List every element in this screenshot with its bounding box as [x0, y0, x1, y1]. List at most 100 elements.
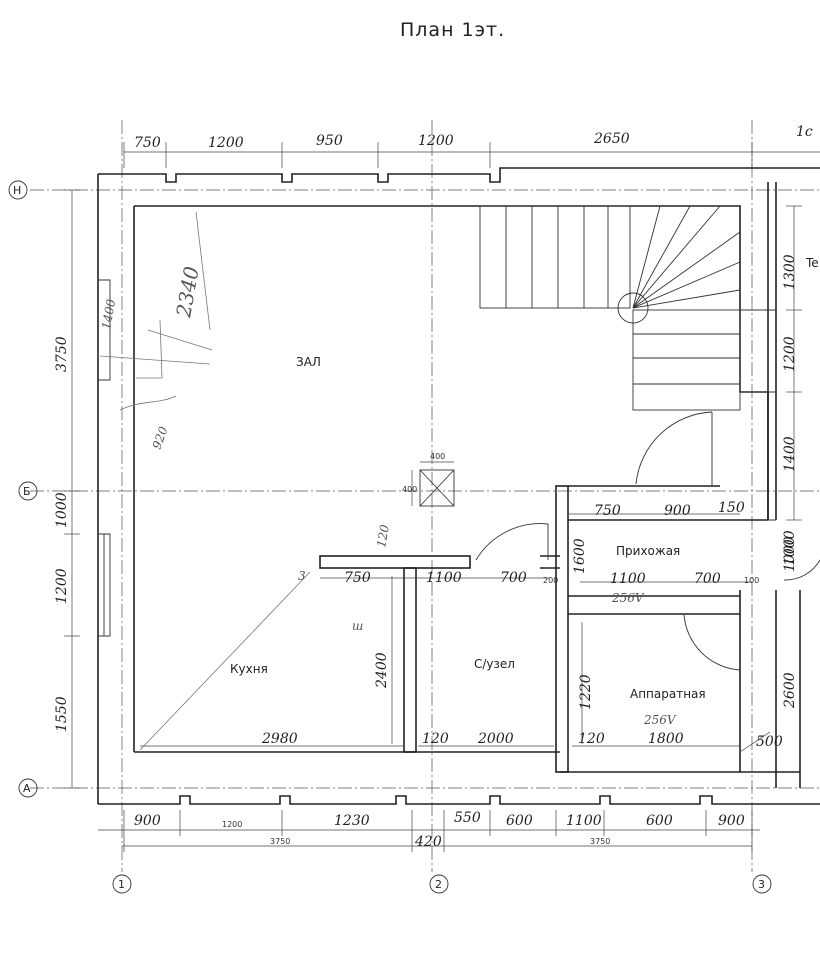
central-column: 400 400: [402, 452, 455, 507]
stair-upper-flight: [479, 205, 631, 309]
axis-label-n: Н: [13, 184, 21, 197]
left-dim-2: 1000: [54, 492, 70, 528]
pencil-note-1400: 1400: [99, 298, 118, 331]
partition-vertical-dim: 120: [374, 523, 392, 548]
bottom-total-2: 3750: [590, 837, 610, 846]
entry-700-dim: 700: [694, 571, 721, 587]
equipment-door-swing: [683, 613, 741, 671]
right-dim-2: 1200: [782, 336, 798, 372]
top-dim-4: 1200: [418, 133, 454, 149]
room-label-equipment: Аппаратная: [630, 687, 706, 701]
pencil-note-256v-a: 256V: [611, 591, 645, 605]
entry-100-dim: 100: [744, 576, 759, 585]
axis-label-a: А: [23, 782, 31, 795]
bottom-dimensions: 900 1200 1230 550 600 1100 600 900 420 3…: [98, 810, 760, 852]
bottom-dim-3: 1230: [334, 813, 370, 829]
bottom-total-1: 3750: [270, 837, 290, 846]
bottom-dim-8: 900: [718, 813, 745, 829]
exterior-walls: [97, 167, 820, 805]
entry-900-dim: 900: [664, 503, 691, 519]
counter-750-dim: 750: [344, 570, 371, 586]
axis-marker-1: [112, 874, 132, 894]
top-dim-2: 1200: [208, 135, 244, 151]
top-dim-1: 750: [134, 135, 161, 151]
room-labels: ЗАЛ Кухня С/узел Прихожая Аппаратная Te: [230, 256, 819, 701]
staircase: [479, 205, 741, 411]
equipment-width-dim: 1800: [648, 731, 684, 747]
pencil-note-920: 920: [150, 424, 171, 451]
left-dim-1: 3750: [54, 336, 70, 372]
door-700-dim: 700: [500, 570, 527, 586]
pencil-note-2340: 2340: [171, 264, 204, 320]
pencil-note-sh: ш: [352, 619, 363, 633]
outer-wall-top: [98, 167, 820, 183]
top-dim-3: 950: [316, 133, 343, 149]
left-dim-4: 1550: [54, 696, 70, 732]
partition-120-a: 120: [422, 731, 449, 747]
left-dimensions: 3750 1000 1200 1550: [54, 189, 80, 789]
column-height-label: 400: [402, 485, 417, 494]
equipment-height-dim: 1220: [578, 674, 594, 710]
axis-marker-a: [18, 778, 38, 798]
axis-marker-2: [429, 874, 449, 894]
pencil-sketch: [99, 211, 213, 379]
bottom-dim-4: 550: [454, 810, 481, 826]
hall-door-swing: [635, 411, 713, 485]
top-dim-6: 1с: [796, 124, 813, 140]
room-label-entry: Прихожая: [616, 544, 680, 558]
bottom-dim-6: 1100: [566, 813, 602, 829]
bathroom-width-dim: 2000: [477, 731, 514, 747]
kitchen-counter-wall: [319, 555, 471, 569]
axis-marker-3: [752, 874, 772, 894]
interior-dimensions: 2980 120 2000 120 1800 500 2400 1220 750…: [140, 500, 798, 753]
room-label-bathroom: С/узел: [474, 657, 515, 671]
entry-1000-dim: 1000: [782, 536, 798, 572]
exterior-door-swing: [783, 559, 820, 581]
wall-200-dim: 200: [543, 576, 558, 585]
pencil-note-256v-b: 256V: [643, 713, 677, 727]
room-label-hall: ЗАЛ: [296, 355, 321, 369]
bottom-dim-1: 900: [134, 813, 161, 829]
interior-partitions: [319, 411, 820, 773]
entry-150-dim: 150: [718, 500, 745, 516]
axis-label-2: 2: [435, 878, 442, 891]
pencil-diagonal: [139, 571, 311, 751]
right-dim-5: 2600: [782, 672, 798, 709]
pencil-note-3: 3: [298, 569, 306, 583]
window-left-1: [98, 279, 111, 381]
entry-1002-dim: 1100: [610, 571, 646, 587]
room-label-kitchen: Кухня: [230, 662, 268, 676]
inner-wall-top-right: [480, 205, 769, 520]
room-label-cut: Te: [805, 256, 819, 270]
right-dim-4: 1000: [782, 530, 798, 566]
kitchen-width-dim: 2980: [261, 731, 298, 747]
right-dim-3: 1400: [782, 436, 798, 472]
axis-label-3: 3: [758, 878, 765, 891]
partition-120-b: 120: [578, 731, 605, 747]
bottom-dim-2: 1200: [222, 820, 242, 829]
stair-lower-flight: [632, 309, 741, 411]
kitchen-height-dim: 2400: [374, 652, 390, 689]
axis-label-1: 1: [118, 878, 125, 891]
plan-title: План 1эт.: [400, 19, 505, 41]
right-dim-1: 1300: [782, 254, 798, 290]
bottom-dim-9: 420: [414, 834, 442, 850]
bath-door-swing: [475, 523, 549, 561]
kitchen-bath-partition: [403, 567, 417, 753]
column-width-label: 400: [430, 452, 445, 461]
entry-750-dim: 750: [594, 503, 621, 519]
counter-1100-dim: 1100: [426, 570, 462, 586]
axis-label-b: Б: [23, 485, 31, 498]
bottom-dim-5: 600: [506, 813, 533, 829]
wall-500-dim: 500: [756, 734, 783, 750]
bath-equipment-partition: [555, 485, 569, 773]
axis-marker-b: [18, 481, 38, 501]
top-dim-5: 2650: [593, 131, 630, 147]
grid-axes: Н Б А 1 2 3: [8, 120, 820, 894]
entry-1600-dim: 1600: [572, 538, 588, 574]
left-dim-3: 1200: [54, 568, 70, 604]
axis-marker-n: [8, 180, 28, 200]
outer-wall-bottom: [98, 795, 820, 805]
bottom-dim-7: 600: [646, 813, 673, 829]
